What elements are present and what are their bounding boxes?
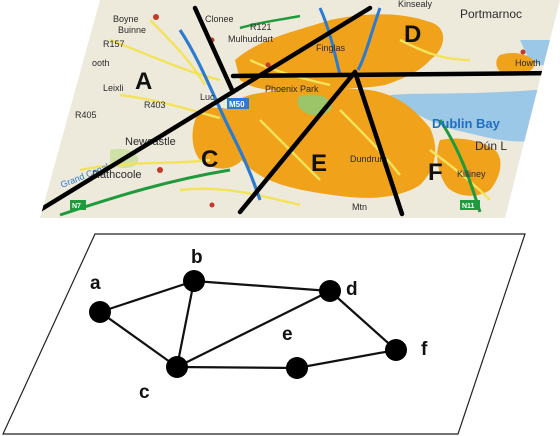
place-portmarnock: Portmarnoc — [460, 7, 522, 21]
place-phoenix-park: Phoenix Park — [265, 84, 319, 94]
n7-shield: N7 — [70, 200, 86, 210]
graph-plane: a b c d e f — [2, 233, 526, 435]
place-mtn: Mtn — [352, 202, 367, 212]
svg-text:N7: N7 — [72, 203, 81, 210]
map-plane: Boyne Buinne Clonee Mulhuddart R121 R157… — [40, 0, 560, 218]
place-finglas: Finglas — [316, 43, 346, 53]
node-label-f: f — [421, 339, 428, 360]
place-howth: Howth — [515, 58, 541, 68]
node-a — [89, 301, 111, 323]
urban-area-centre — [224, 87, 436, 198]
node-label-d: d — [346, 279, 358, 300]
region-label-f: F — [428, 159, 443, 186]
region-label-e: E — [311, 150, 327, 177]
node-f — [385, 339, 407, 361]
graph-nodes — [89, 270, 407, 379]
urban-area-southeast — [437, 138, 501, 196]
edge-a-c — [99, 311, 178, 368]
node-label-b: b — [191, 247, 203, 268]
urban-area-west — [192, 107, 251, 169]
road-r157: R157 — [103, 39, 125, 49]
urban-area-north — [235, 14, 444, 91]
place-leixlip: Leixli — [103, 83, 124, 93]
graph-edges — [99, 279, 397, 370]
edge-c-e — [176, 365, 298, 370]
node-label-a: a — [90, 273, 101, 294]
m50-shield: M50 — [227, 98, 249, 109]
graph-node-labels: a b c d e f — [90, 247, 428, 403]
road-r405: R405 — [75, 110, 97, 120]
edge-d-f — [329, 290, 397, 351]
node-d — [319, 280, 341, 302]
place-bunne: Buinne — [118, 25, 146, 35]
node-e — [286, 357, 308, 379]
graph-plane-border — [2, 233, 526, 435]
place-dublin-bay: Dublin Bay — [432, 116, 501, 131]
place-boyne: Boyne — [113, 14, 139, 24]
edge-c-d — [176, 290, 331, 368]
region-label-c: C — [201, 146, 218, 173]
region-boundaries — [40, 5, 560, 217]
node-label-e: e — [282, 324, 293, 345]
place-mulhuddart: Mulhuddart — [228, 34, 274, 44]
svg-text:M50: M50 — [229, 100, 245, 109]
place-lucan: Luc — [200, 92, 215, 102]
place-clonee: Clonee — [205, 14, 234, 24]
urban-area-northeast — [496, 52, 535, 76]
edge-b-d — [193, 279, 331, 293]
edge-a-b — [99, 279, 195, 314]
node-label-c: c — [139, 382, 150, 403]
place-dundrum: Dundrum — [350, 154, 387, 164]
place-kinsealy: Kinsealy — [398, 0, 433, 9]
edge-e-f — [296, 348, 397, 370]
place-maynooth: ooth — [92, 58, 110, 68]
road-r403: R403 — [144, 100, 166, 110]
region-label-d: D — [404, 21, 421, 48]
place-killiney: Killiney — [457, 169, 486, 179]
dublin-bay-water — [390, 88, 560, 142]
town-markers — [153, 14, 526, 208]
node-c — [166, 356, 188, 378]
svg-text:N11: N11 — [462, 203, 475, 210]
n11-shield: N11 — [460, 200, 480, 210]
place-dun-laoghaire: Dún L — [475, 139, 507, 153]
road-r121: R121 — [250, 22, 272, 32]
node-b — [183, 270, 205, 292]
region-label-a: A — [135, 68, 152, 95]
edge-b-c — [175, 280, 196, 368]
